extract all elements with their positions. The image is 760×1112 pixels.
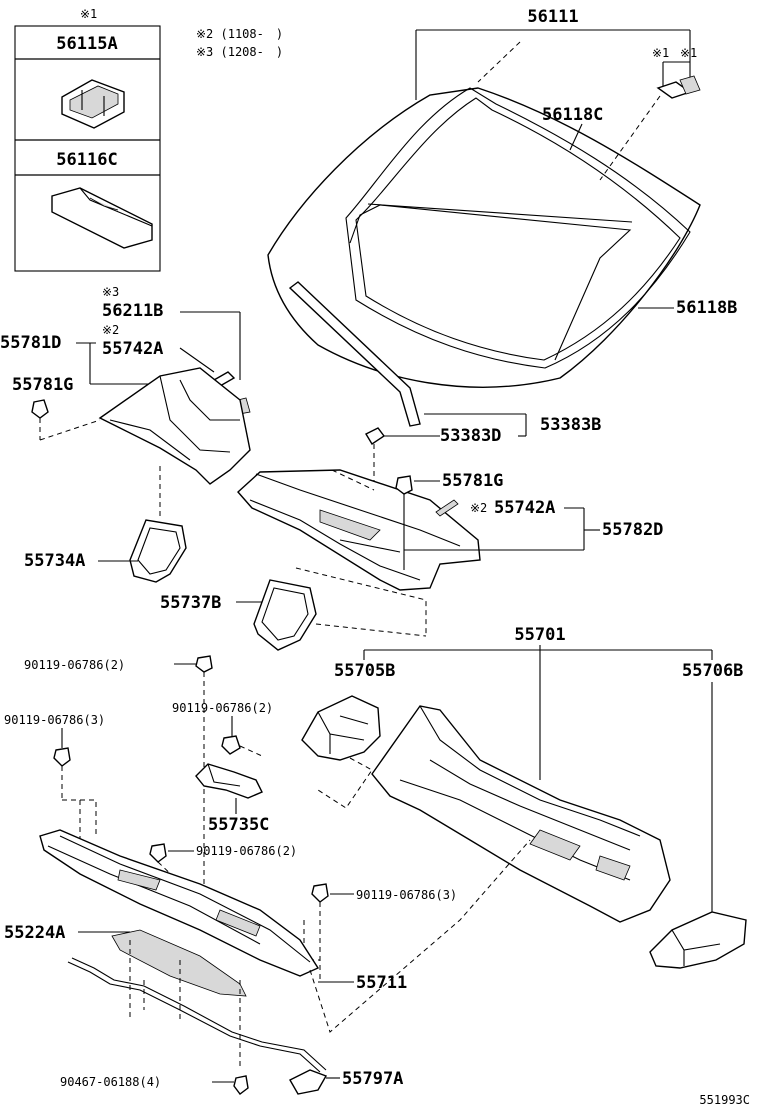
mark-2a: ※2 [102, 323, 119, 337]
clip-56115a-icon [61, 79, 125, 129]
label-55705b: 55705B [334, 661, 395, 681]
seal-55734a [129, 519, 187, 583]
bolt-icon [221, 735, 241, 755]
bolt-icon [311, 883, 329, 903]
label-55224a: 55224A [4, 923, 65, 943]
label-55782d: 55782D [602, 520, 663, 540]
label-bolt4: 90119-06786(2) [196, 844, 297, 858]
pad-56116c-icon [51, 187, 153, 249]
windshield-glass [267, 87, 701, 388]
clip-53383d-icon [365, 427, 386, 445]
bracket-55735c [195, 763, 263, 799]
insulator-55224a [111, 929, 247, 997]
label-56111: 56111 [527, 7, 578, 27]
diagram-code: 551993C [699, 1093, 750, 1107]
label-55781g-mid: 55781G [442, 471, 503, 491]
bolt-icon [53, 747, 71, 767]
bolt-icon [149, 843, 167, 863]
seal-end-icon [289, 1069, 328, 1095]
clip-90467-icon [233, 1075, 249, 1095]
label-55742a-mid: 55742A [494, 498, 555, 518]
legend-part-a: 56115A [56, 34, 117, 54]
label-bolt2: 90119-06786(2) [172, 701, 273, 715]
clip-small-icon [679, 75, 701, 95]
cowl-main-55701 [371, 705, 671, 923]
clip-55781g-mid-icon [395, 475, 413, 495]
label-55737b: 55737B [160, 593, 221, 613]
bracket-55706b [649, 911, 747, 969]
pad-55742a-mid-icon [435, 499, 459, 517]
legend-part-b: 56116C [56, 150, 117, 170]
label-bolt3: 90119-06786(3) [4, 713, 105, 727]
label-55781g-left: 55781G [12, 375, 73, 395]
cowl-top-panel [237, 469, 481, 591]
label-55781d: 55781D [0, 333, 61, 353]
label-55701: 55701 [514, 625, 565, 645]
mark-2b: ※2 [470, 501, 487, 515]
label-56118c: 56118C [542, 105, 603, 125]
cowl-lower-55711 [39, 829, 320, 977]
seal-55737b [253, 579, 317, 651]
cowl-side-left [98, 367, 251, 485]
note-3: ※3 (1208- ) [196, 45, 283, 59]
label-56211b: 56211B [102, 301, 163, 321]
label-bolt1: 90119-06786(2) [24, 658, 125, 672]
bolt-icon [195, 655, 213, 673]
note-2: ※2 (1108- ) [196, 27, 283, 41]
label-53383b: 53383B [540, 415, 601, 435]
bracket-55705b [301, 695, 381, 761]
label-56118b: 56118B [676, 298, 737, 318]
label-clip: 90467-06188(4) [60, 1075, 161, 1089]
label-55711: 55711 [356, 973, 407, 993]
label-bolt5: 90119-06786(3) [356, 888, 457, 902]
label-55742a-top: 55742A [102, 339, 163, 359]
label-55734a: 55734A [24, 551, 85, 571]
legend-box: ※1 56115A 56116C [14, 7, 161, 272]
mark-1b: ※1 [680, 46, 697, 60]
mark-3: ※3 [102, 285, 119, 299]
label-55797a: 55797A [342, 1069, 403, 1089]
legend-note-mark: ※1 [80, 7, 97, 21]
label-55735c: 55735C [208, 815, 269, 835]
molding-strip [288, 281, 421, 427]
label-53383d: 53383D [440, 426, 501, 446]
mark-1a: ※1 [652, 46, 669, 60]
clip-55781g-icon [31, 399, 49, 419]
label-55706b: 55706B [682, 661, 743, 681]
